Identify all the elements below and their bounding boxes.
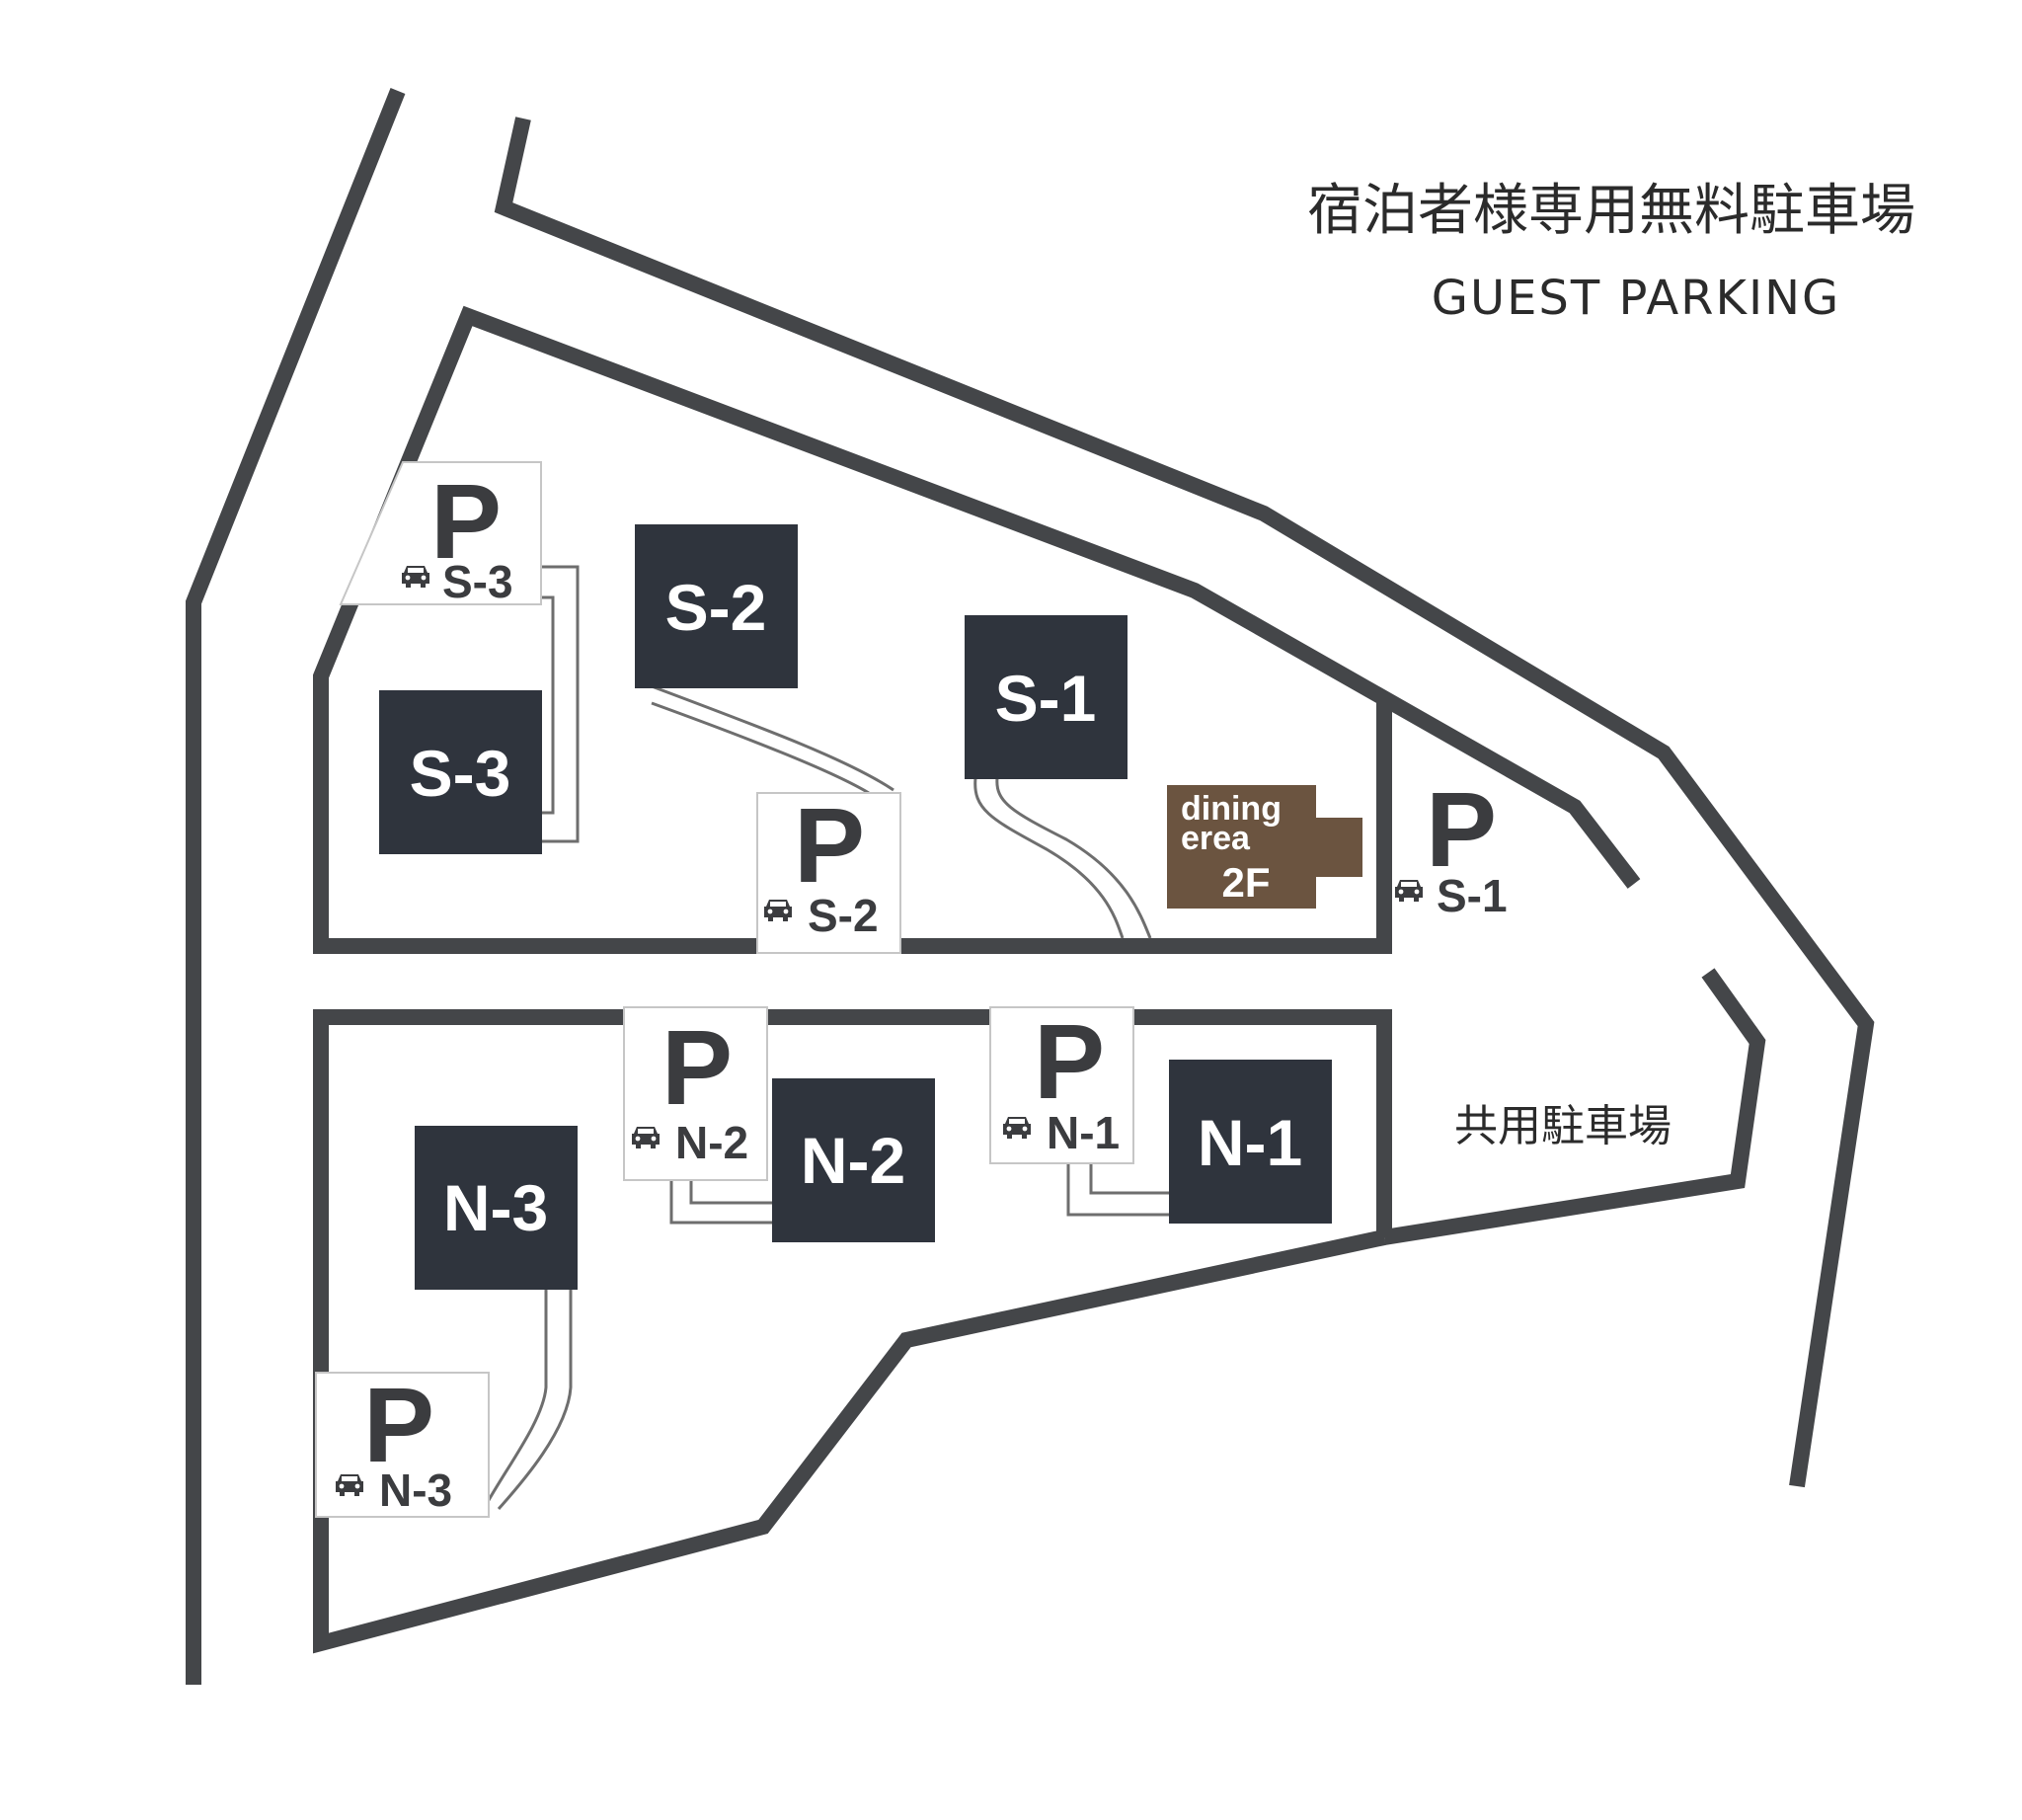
building-n2-label: N-2 xyxy=(801,1124,905,1197)
building-n1-label: N-1 xyxy=(1198,1106,1302,1179)
road-west-outer xyxy=(186,88,406,1685)
road-east-inner xyxy=(1382,968,1766,1245)
path-s3 xyxy=(541,565,580,843)
parking-n1-code: N-1 xyxy=(1047,1107,1120,1158)
dining-line1: dining xyxy=(1181,790,1282,828)
page-title-ja: 宿泊者様専用無料駐車場 xyxy=(1307,179,1915,243)
building-n3-label: N-3 xyxy=(443,1171,548,1244)
parking-n2: P N-2 xyxy=(623,1006,768,1181)
building-s3-label: S-3 xyxy=(410,737,511,810)
dining-line3: 2F xyxy=(1221,859,1270,906)
path-n1 xyxy=(1066,1160,1169,1217)
shared-parking-label: 共用駐車場 xyxy=(1454,1101,1672,1151)
parking-n3: P N-3 xyxy=(315,1365,490,1518)
building-s3: S-3 xyxy=(379,690,542,854)
walking-paths xyxy=(482,565,1169,1510)
building-s2-label: S-2 xyxy=(665,571,767,644)
page-title-en: GUEST PARKING xyxy=(1432,271,1841,326)
building-n2: N-2 xyxy=(772,1078,935,1242)
buildings: S-2 S-1 S-3 N-2 N-1 N-3 xyxy=(379,524,1332,1290)
parking-s1: P S-1 xyxy=(1395,769,1508,921)
building-s1-label: S-1 xyxy=(995,662,1097,735)
parking-n3-letter: P xyxy=(363,1365,434,1484)
parking-n2-letter: P xyxy=(661,1007,733,1127)
parking-n2-code: N-2 xyxy=(675,1117,748,1168)
parking-n1: P N-1 xyxy=(989,1001,1134,1164)
parking-s3-letter: P xyxy=(430,461,502,581)
building-n3: N-3 xyxy=(415,1126,578,1290)
parking-n3-code: N-3 xyxy=(379,1464,452,1516)
dining-area: dining erea 2F xyxy=(1167,785,1362,909)
path-s1 xyxy=(973,777,1152,939)
parking-s3: P S-3 xyxy=(339,461,542,607)
parking-spots: P S-3 P S-2 P S-1 P N-2 P N-1 xyxy=(315,461,1508,1518)
road-north-outer xyxy=(494,117,1875,1488)
parking-s2-letter: P xyxy=(794,785,865,905)
dining-line2: erea xyxy=(1181,820,1251,857)
parking-s1-code: S-1 xyxy=(1437,870,1508,921)
parking-n1-letter: P xyxy=(1034,1001,1105,1121)
car-icon xyxy=(1395,880,1423,902)
parking-s2-code: S-2 xyxy=(808,890,879,941)
parking-s2: P S-2 xyxy=(756,785,901,954)
path-s2 xyxy=(651,684,894,795)
road-south-block xyxy=(313,1009,1392,1654)
building-n1: N-1 xyxy=(1169,1060,1332,1224)
parking-s3-code: S-3 xyxy=(442,556,513,607)
path-n3 xyxy=(482,1289,573,1510)
building-s1: S-1 xyxy=(965,615,1128,779)
building-s2: S-2 xyxy=(635,524,798,688)
parking-s1-letter: P xyxy=(1426,769,1497,889)
